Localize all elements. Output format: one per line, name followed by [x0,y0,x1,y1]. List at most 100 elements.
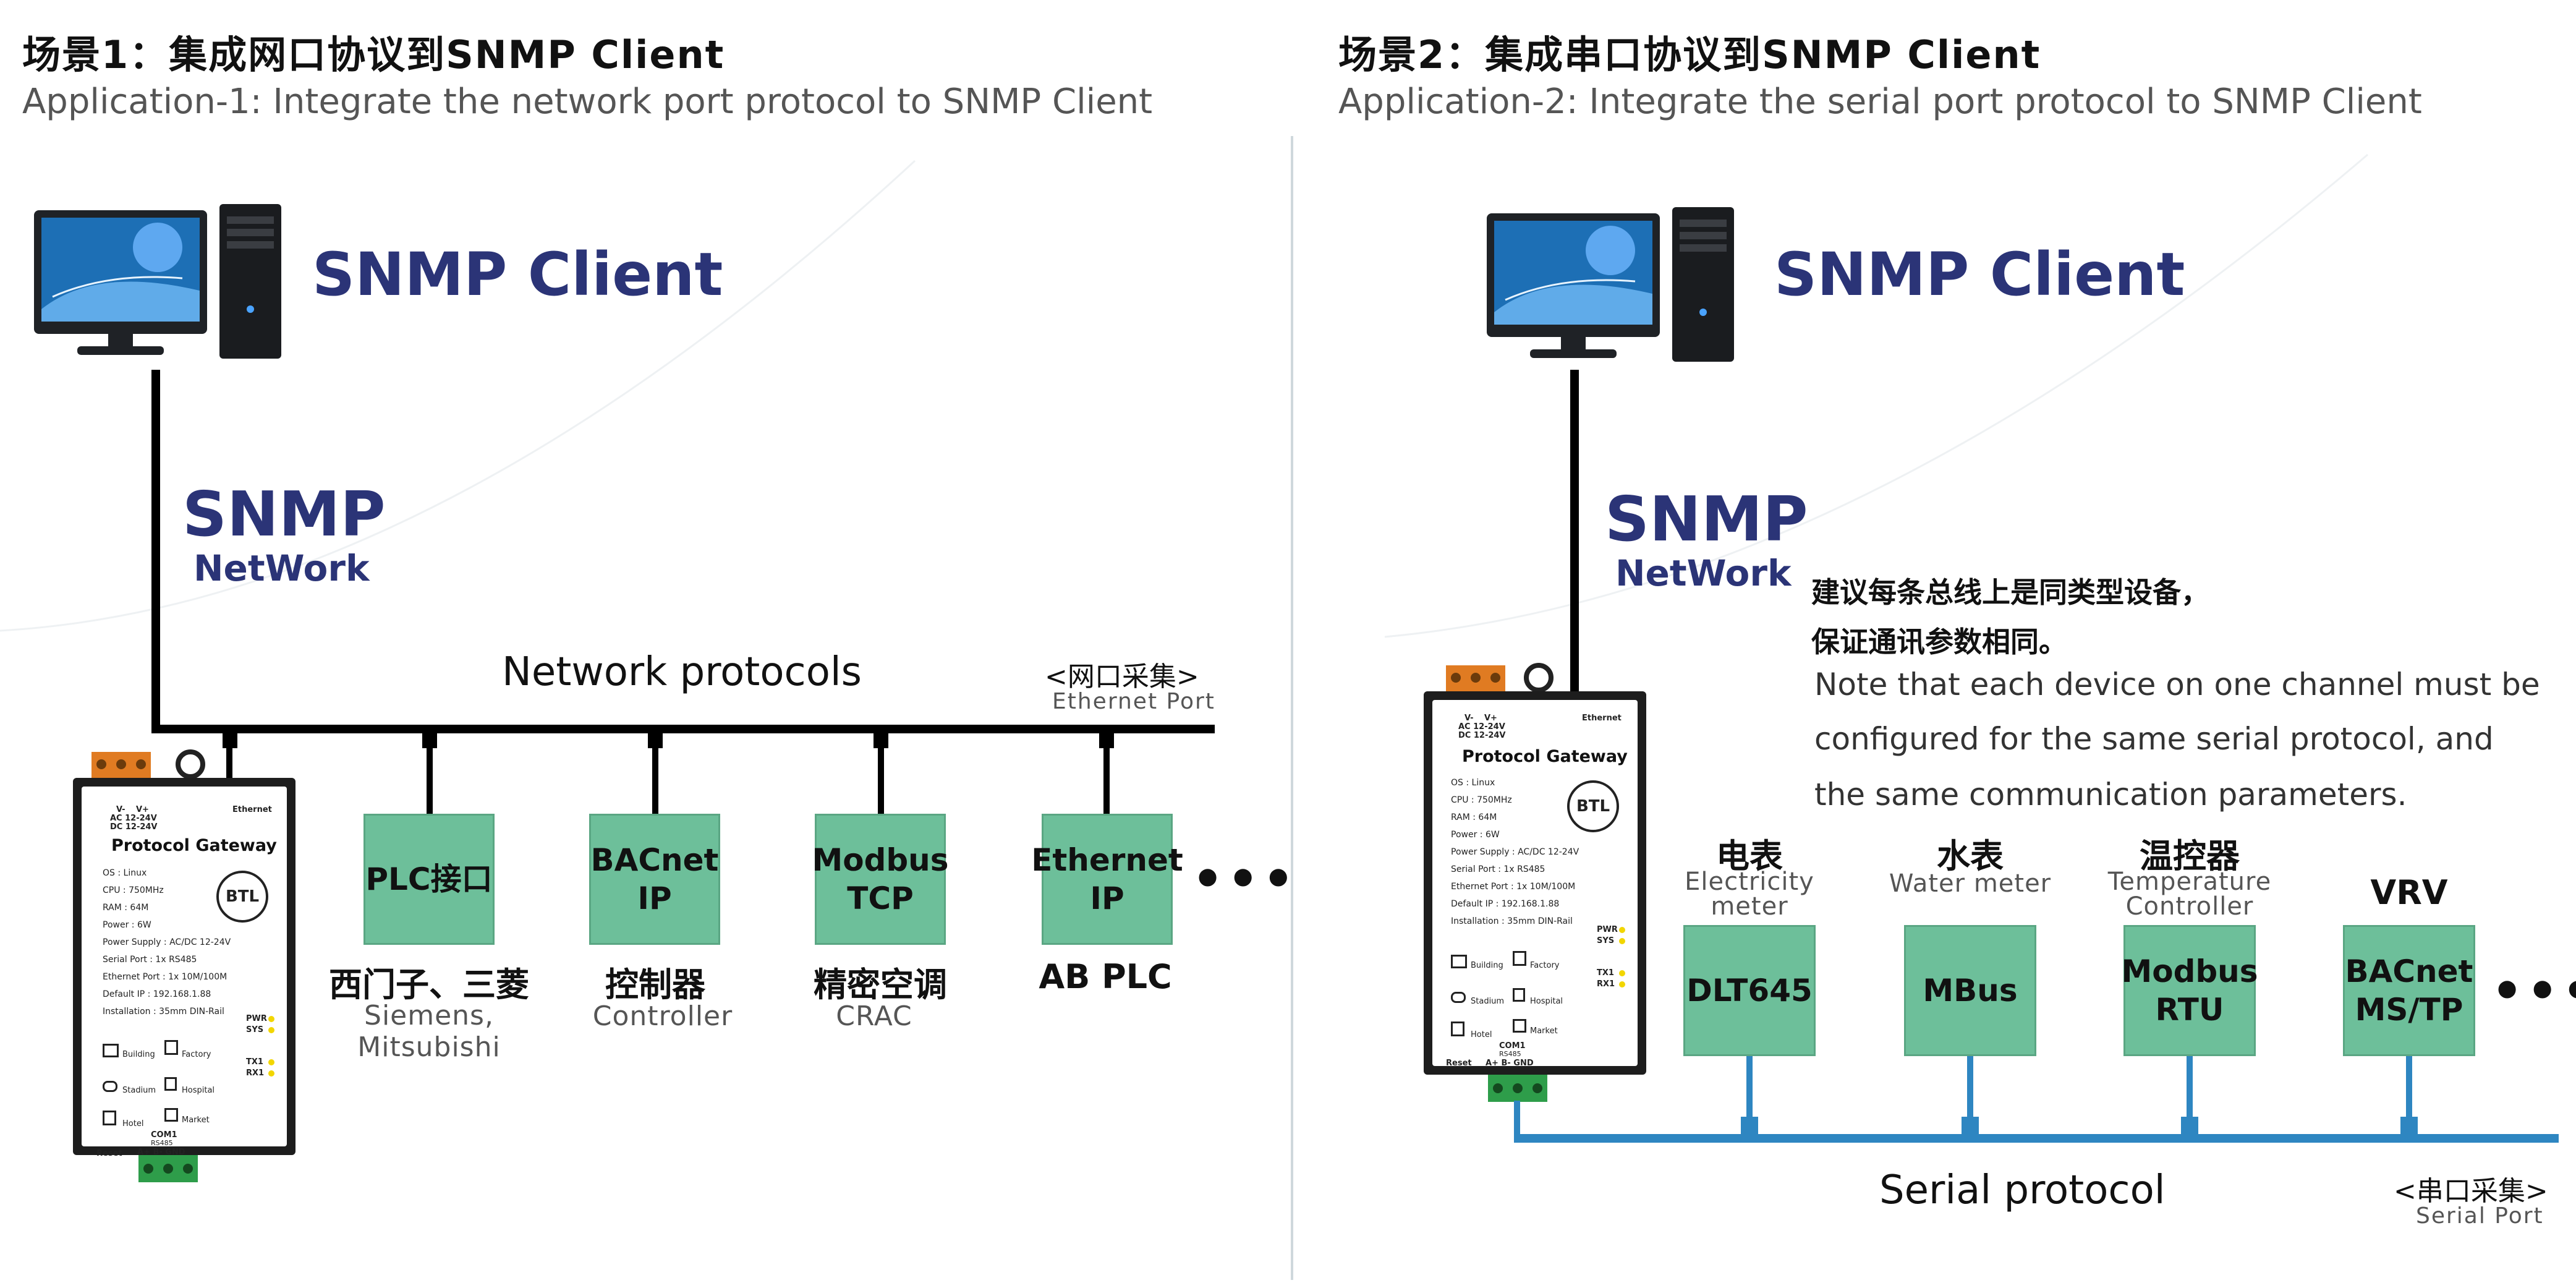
gateway-spec: CPU : 750MHz [103,885,164,895]
note-en-line3: the same communication parameters. [1814,777,2407,812]
bus-drop [2406,1051,2412,1138]
led-rx1-label: RX1 [1597,979,1615,989]
device-box-bacnet-mstp: BACnet MS/TP [2343,925,2475,1056]
bus-junction [422,733,437,748]
icon-label-hotel: Hotel [1471,1030,1492,1039]
left-protocols-heading: Network protocols [502,649,862,695]
gateway-power-ac: AC 12-24V [110,814,157,823]
bus-drop [1746,1051,1753,1138]
led-pwr-icon [268,1016,274,1022]
gateway-spec: Default IP : 192.168.1.88 [103,989,211,999]
gateway-spec: RAM : 64M [1451,812,1497,822]
gateway-spec: OS : Linux [1451,778,1495,788]
gateway-spec: Power Supply : AC/DC 12-24V [1451,847,1579,857]
right-protocols-heading: Serial protocol [1879,1167,2166,1213]
led-sys-label: SYS [1597,936,1615,945]
building-icon [1451,955,1467,968]
led-rx1-icon [268,1070,274,1077]
icon-label-market: Market [1530,1026,1558,1036]
bus-junction [874,733,888,748]
right-title-cn: 场景2：集成串口协议到SNMP Client [1338,32,2041,77]
left-title-en: Application-1: Integrate the network por… [22,82,1153,122]
gateway-spec: Default IP : 192.168.1.88 [1451,899,1560,909]
device-box-plc: PLC接口 [363,814,495,945]
device-box-modbus-rtu: Modbus RTU [2121,925,2258,1056]
note-en-line1: Note that each device on one channel mus… [1814,667,2540,702]
icon-label-factory: Factory [1530,961,1560,970]
led-sys-icon [1619,938,1625,944]
gateway-spec: CPU : 750MHz [1451,795,1512,805]
gateway-spec: RAM : 64M [103,903,149,913]
gateway-spec: Power Supply : AC/DC 12-24V [103,937,231,947]
device-caption-cn: 西门子、三菱 [329,965,529,1004]
device-title-en: Water meter [1889,869,2052,898]
gateway-reset: Reset [96,1149,122,1158]
gateway-power-dc: DC 12-24V [110,822,158,832]
device-caption-en: CRAC [836,1000,912,1032]
device-box-bacnet-ip: BACnet IP [589,814,720,945]
btl-logo: BTL [1567,780,1619,832]
factory-icon [1513,951,1526,966]
gateway-power-v-minus: V- [1464,714,1474,723]
gateway-specs: OS : Linux CPU : 750MHz RAM : 64M Power … [1451,774,1579,930]
market-icon [164,1108,178,1122]
led-tx1-icon [268,1059,274,1065]
right-port-en: Serial Port [2416,1203,2544,1229]
btl-logo-text: BTL [1576,797,1610,816]
device-box-mbus: MBus [1904,925,2036,1056]
left-network-label: NetWork [193,547,370,589]
led-pwr-icon [1619,927,1625,933]
led-tx1-label: TX1 [246,1057,263,1067]
device-caption-en: Controller [592,1000,733,1032]
gateway-reset: Reset [1446,1059,1472,1068]
gateway-spec: Serial Port : 1x RS485 [1451,864,1545,874]
left-snmp-label: SNMP [182,478,386,550]
device-title-cn: 温控器 [2140,837,2240,876]
note-cn-line1: 建议每条总线上是同类型设备， [1811,576,2209,609]
right-client-label: SNMP Client [1774,240,2185,309]
market-icon [1513,1019,1526,1033]
device-box-dlt645: DLT645 [1683,925,1816,1056]
note-cn-line2: 保证通讯参数相同。 [1811,625,2067,659]
led-pwr-label: PWR [1597,925,1618,934]
serial-bus-drop-from-gateway [1514,1101,1520,1138]
gateway-spec: Serial Port : 1x RS485 [103,955,197,965]
gateway-power-v-minus: V- [116,805,125,814]
hospital-icon [1513,988,1525,1002]
bus-drop [226,730,232,785]
right-port-cn: <串口采集> [2394,1175,2548,1207]
bus-drop [652,730,658,816]
gateway-panel [1432,700,1638,1066]
led-sys-label: SYS [246,1025,264,1034]
computer-icon [1487,207,1734,362]
btl-logo: BTL [216,871,268,923]
building-icon [103,1044,119,1057]
right-more-devices: ••• [2491,962,2576,1020]
factory-icon [164,1040,178,1055]
gateway-title: Protocol Gateway [1462,747,1628,766]
bus-drop [1103,730,1110,816]
right-network-line [1570,370,1579,691]
serial-bus [1514,1134,2559,1143]
device-caption-cn: 控制器 [605,965,705,1004]
bus-drop [2187,1051,2193,1138]
led-pwr-label: PWR [246,1014,267,1023]
stadium-icon [1451,992,1466,1003]
bus-junction [2400,1117,2418,1134]
gateway-com1: COM1 [151,1130,177,1140]
bus-junction [223,733,237,748]
icon-label-factory: Factory [182,1050,211,1059]
icon-label-hospital: Hospital [1530,997,1563,1006]
gateway-bottom-terminals [1488,1075,1547,1102]
stadium-icon [103,1081,117,1092]
icon-label-hospital: Hospital [182,1086,215,1095]
device-box-modbus-tcp: Modbus TCP [812,814,949,945]
device-title-cn: 电表 [1716,837,1783,876]
icon-label-hotel: Hotel [122,1119,144,1128]
gateway-power-v-plus: V+ [1484,714,1497,723]
gateway-spec: Installation : 35mm DIN-Rail [1451,916,1573,926]
icon-label-building: Building [1471,961,1503,970]
gateway-pins: A+ B- GND [137,1148,185,1157]
bus-drop [427,730,433,816]
icon-label-stadium: Stadium [1471,997,1505,1006]
